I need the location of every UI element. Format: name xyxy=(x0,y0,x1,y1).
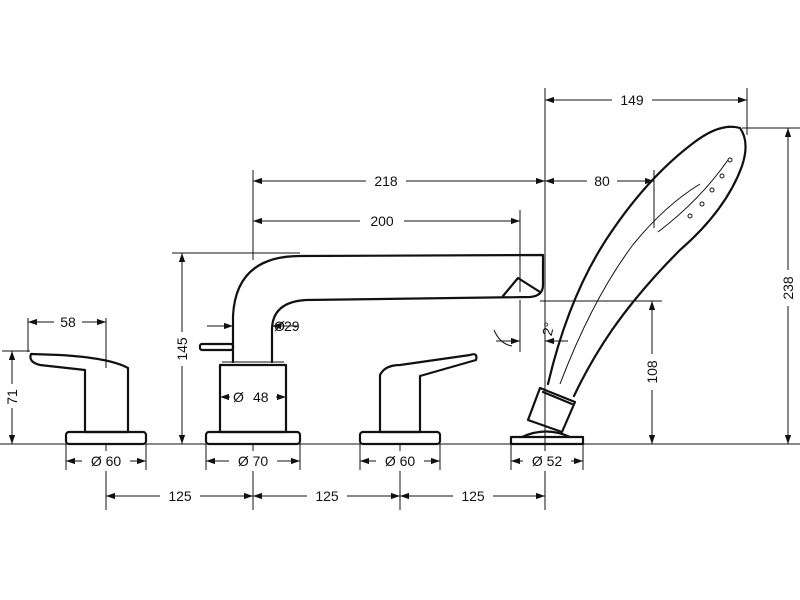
svg-text:Ø: Ø xyxy=(233,389,244,405)
dim-shower-reach-total: 149 xyxy=(545,90,747,110)
left-lever-handle xyxy=(29,352,148,446)
dim-spacing-3: 125 xyxy=(400,486,545,506)
svg-text:58: 58 xyxy=(60,314,76,330)
dim-spout-height: 145 xyxy=(172,253,192,444)
svg-text:149: 149 xyxy=(620,92,644,108)
svg-text:29: 29 xyxy=(284,318,300,334)
dim-spacing-2: 125 xyxy=(253,486,400,506)
dim-spout-reach-inner: 200 xyxy=(253,211,520,231)
dim-lever-width: 58 xyxy=(28,312,106,332)
hand-shower xyxy=(509,125,747,446)
bath-spout xyxy=(198,253,545,446)
right-lever-handle xyxy=(358,353,478,446)
svg-text:218: 218 xyxy=(374,173,398,189)
dim-shower-holder-height: 108 xyxy=(642,301,662,444)
svg-text:125: 125 xyxy=(168,488,192,504)
dim-shower-height-total: 238 xyxy=(778,128,798,444)
svg-text:Ø 52: Ø 52 xyxy=(532,453,563,469)
svg-text:238: 238 xyxy=(780,276,796,300)
dim-base-left: Ø 60 xyxy=(66,451,146,471)
svg-text:Ø 60: Ø 60 xyxy=(385,453,416,469)
svg-text:125: 125 xyxy=(461,488,485,504)
dim-spout-reach-outer: 218 xyxy=(253,171,545,191)
svg-text:71: 71 xyxy=(4,389,20,405)
dim-base-spout: Ø 70 xyxy=(206,451,300,471)
dim-lever-height: 71 xyxy=(2,351,22,444)
svg-text:145: 145 xyxy=(174,337,190,361)
dim-base-shower: Ø 52 xyxy=(511,451,583,471)
svg-text:200: 200 xyxy=(370,213,394,229)
svg-text:80: 80 xyxy=(594,173,610,189)
dim-spout-base-diameter: Ø 48 xyxy=(220,388,286,406)
dim-base-right: Ø 60 xyxy=(360,451,440,471)
svg-text:108: 108 xyxy=(644,360,660,384)
dim-spacing-1: 125 xyxy=(106,486,253,506)
svg-text:2°: 2° xyxy=(539,321,557,337)
dim-shower-reach-head: 80 xyxy=(545,171,654,191)
dim-tilt-angle: 2° xyxy=(493,300,568,352)
svg-text:48: 48 xyxy=(253,389,269,405)
svg-text:Ø: Ø xyxy=(274,318,285,334)
svg-text:Ø 60: Ø 60 xyxy=(91,453,122,469)
svg-text:Ø 70: Ø 70 xyxy=(238,453,269,469)
svg-text:125: 125 xyxy=(315,488,339,504)
dim-spout-diameter: 29 Ø xyxy=(207,318,300,334)
